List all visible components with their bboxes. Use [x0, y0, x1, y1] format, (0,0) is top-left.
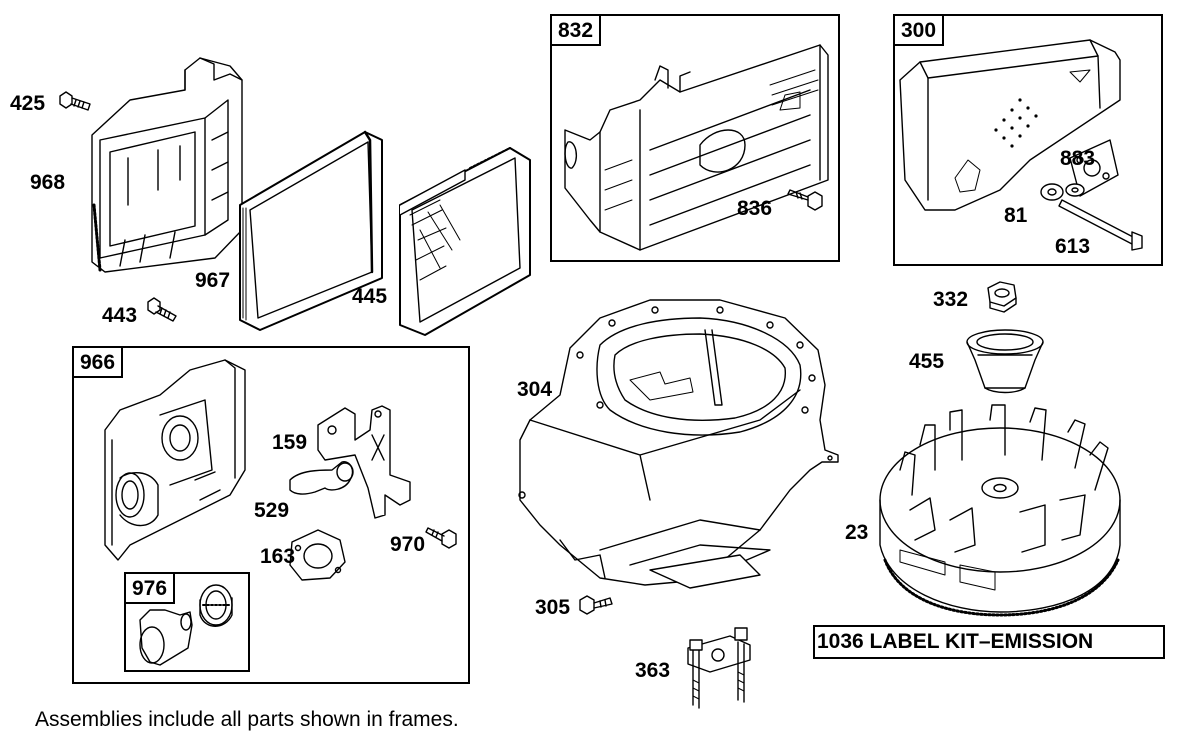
label-970: 970: [390, 533, 426, 556]
label-kit-emission-box: 1036 LABEL KIT–EMISSION: [813, 625, 1165, 659]
washer-81-drawing: [1041, 184, 1084, 200]
screw-970-drawing: [426, 528, 456, 548]
flywheel-23-drawing: [880, 405, 1120, 615]
label-613: 613: [1055, 235, 1091, 258]
kit-976-drawing: [140, 585, 232, 665]
blower-housing-304-drawing: [519, 300, 838, 588]
shield-832-drawing: [565, 45, 828, 250]
frame-300: 300: [893, 14, 1163, 266]
label-305: 305: [535, 596, 571, 619]
air-cleaner-base-968-drawing: [92, 58, 242, 272]
label-159: 159: [272, 431, 308, 454]
filter-element-967-drawing: [240, 132, 382, 330]
nut-332-drawing: [988, 282, 1016, 312]
label-968: 968: [30, 171, 66, 194]
label-443: 443: [102, 304, 138, 327]
label-163: 163: [260, 545, 296, 568]
label-836: 836: [737, 197, 773, 220]
label-529: 529: [254, 499, 290, 522]
muffler-perforation-holes: [994, 98, 1038, 148]
screw-425-drawing: [60, 92, 90, 110]
frame-300-tag: 300: [893, 14, 945, 46]
muffler-300-drawing: [900, 40, 1120, 210]
label-363: 363: [635, 659, 671, 682]
intake-base-966-drawing: [105, 360, 245, 560]
gasket-163-drawing: [290, 530, 345, 580]
bracket-363-drawing: [688, 628, 750, 708]
flywheel-fins: [900, 405, 1108, 552]
assemblies-footnote: Assemblies include all parts shown in fr…: [35, 708, 459, 731]
tube-529-drawing: [290, 462, 353, 494]
cup-455-drawing: [967, 330, 1043, 393]
label-81: 81: [1004, 204, 1028, 227]
label-445: 445: [352, 285, 388, 308]
frame-976-tag: 976: [124, 572, 176, 604]
bracket-159-drawing: [318, 406, 410, 518]
frame-832-tag: 832: [550, 14, 602, 46]
pre-cleaner-445-drawing: [400, 148, 530, 335]
frame-966-tag: 966: [72, 346, 124, 378]
label-304: 304: [517, 378, 553, 401]
gasket-883-drawing: [1070, 140, 1118, 196]
label-455: 455: [909, 350, 945, 373]
screw-836-drawing: [788, 190, 822, 210]
label-425: 425: [10, 92, 46, 115]
label-883: 883: [1060, 147, 1096, 170]
frame-832: 832: [550, 14, 840, 262]
blower-housing-bolt-holes: [519, 307, 832, 498]
label-332: 332: [933, 288, 969, 311]
screw-443-drawing: [148, 298, 176, 321]
bolt-613-drawing: [1059, 200, 1142, 250]
label-967: 967: [195, 269, 231, 292]
frame-976: 976: [124, 572, 250, 672]
screw-305-drawing: [580, 596, 612, 614]
label-23: 23: [845, 521, 869, 544]
frame-966: 966: [72, 346, 470, 684]
